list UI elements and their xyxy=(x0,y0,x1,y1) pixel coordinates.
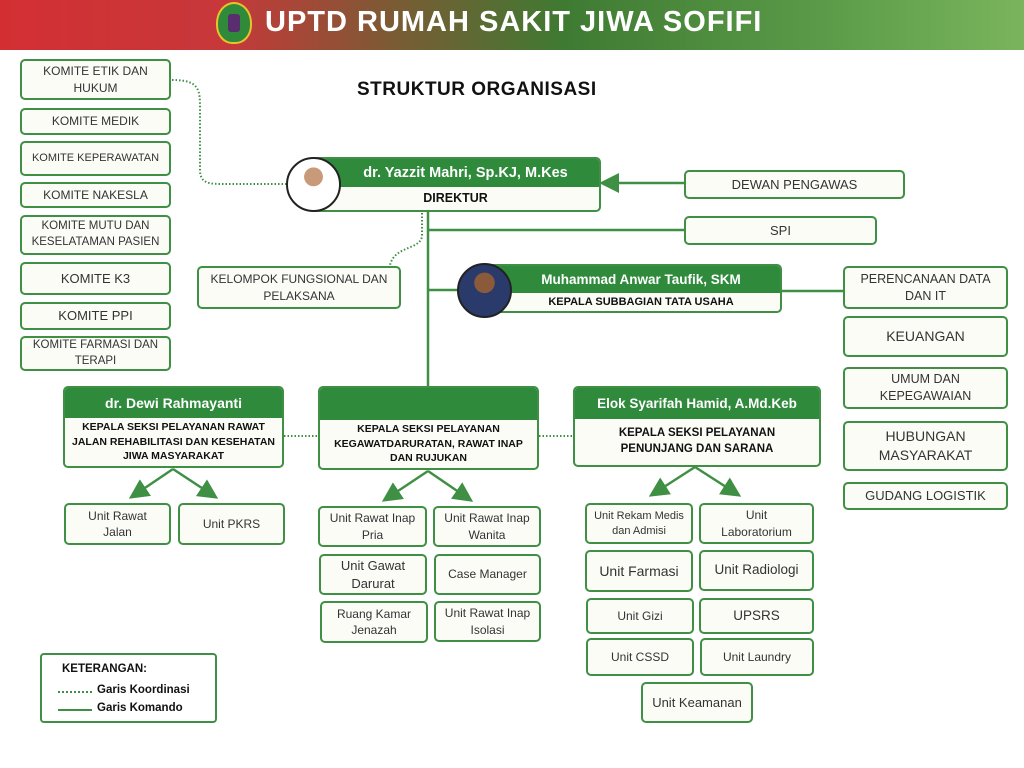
unit-rekam-medis[interactable]: Unit Rekam Medis dan Admisi xyxy=(585,503,693,544)
unit-cssd[interactable]: Unit CSSD xyxy=(586,638,694,676)
committee-medik[interactable]: KOMITE MEDIK xyxy=(20,108,171,135)
unit-case-manager[interactable]: Case Manager xyxy=(434,554,541,595)
dotted-line-icon xyxy=(58,691,92,693)
kasubag-photo xyxy=(457,263,512,318)
subbag-humas[interactable]: HUBUNGAN MASYARAKAT xyxy=(843,421,1008,471)
subbag-keuangan[interactable]: KEUANGAN xyxy=(843,316,1008,357)
director-role: DIREKTUR xyxy=(423,191,488,206)
section-kegawatdaruratan[interactable]: KEPALA SEKSI PELAYANAN KEGAWATDARURATAN,… xyxy=(318,386,539,470)
section-rawat-jalan[interactable]: dr. Dewi Rahmayanti KEPALA SEKSI PELAYAN… xyxy=(63,386,284,468)
section-head-name: Elok Syarifah Hamid, A.Md.Keb xyxy=(575,388,819,419)
committee-farmasi-terapi[interactable]: KOMITE FARMASI DAN TERAPI xyxy=(20,336,171,371)
kelompok-fungsional-box[interactable]: KELOMPOK FUNGSIONAL DAN PELAKSANA xyxy=(197,266,401,309)
section-head-name xyxy=(320,388,537,420)
unit-farmasi[interactable]: Unit Farmasi xyxy=(585,550,693,592)
unit-rawat-inap-pria[interactable]: Unit Rawat Inap Pria xyxy=(318,506,427,547)
legend: KETERANGAN: Garis Koordinasi Garis Koman… xyxy=(40,653,217,723)
spi-box[interactable]: SPI xyxy=(684,216,877,245)
legend-komando: Garis Komando xyxy=(97,702,183,714)
unit-gawat-darurat[interactable]: Unit Gawat Darurat xyxy=(319,554,427,595)
kasubag-role: KEPALA SUBBAGIAN TATA USAHA xyxy=(548,296,734,309)
kasubag-card[interactable]: Muhammad Anwar Taufik, SKM KEPALA SUBBAG… xyxy=(480,264,782,313)
section-role: KEPALA SEKSI PELAYANAN PENUNJANG DAN SAR… xyxy=(618,426,776,455)
unit-keamanan[interactable]: Unit Keamanan xyxy=(641,682,753,723)
committee-mutu[interactable]: KOMITE MUTU DAN KESELATAMAN PASIEN xyxy=(20,215,171,255)
section-head-name: dr. Dewi Rahmayanti xyxy=(65,388,282,418)
committee-ppi[interactable]: KOMITE PPI xyxy=(20,302,171,330)
unit-radiologi[interactable]: Unit Radiologi xyxy=(699,550,814,591)
director-card[interactable]: dr. Yazzit Mahri, Sp.KJ, M.Kes DIREKTUR xyxy=(310,157,601,212)
unit-rawat-inap-wanita[interactable]: Unit Rawat Inap Wanita xyxy=(433,506,541,547)
unit-laundry[interactable]: Unit Laundry xyxy=(700,638,814,676)
page-title: STRUKTUR ORGANISASI xyxy=(357,79,597,100)
section-role: KEPALA SEKSI PELAYANAN RAWAT JALAN REHAB… xyxy=(71,420,275,463)
header-banner: UPTD RUMAH SAKIT JIWA SOFIFI xyxy=(0,0,1024,50)
subbag-gudang-logistik[interactable]: GUDANG LOGISTIK xyxy=(843,482,1008,510)
director-photo xyxy=(286,157,341,212)
unit-pkrs[interactable]: Unit PKRS xyxy=(178,503,285,545)
section-penunjang[interactable]: Elok Syarifah Hamid, A.Md.Keb KEPALA SEK… xyxy=(573,386,821,467)
hospital-logo-icon xyxy=(216,2,252,44)
subbag-umum-kepegawaian[interactable]: UMUM DAN KEPEGAWAIAN xyxy=(843,367,1008,409)
section-role: KEPALA SEKSI PELAYANAN KEGAWATDARURATAN,… xyxy=(334,422,523,465)
legend-title: KETERANGAN: xyxy=(62,663,147,675)
director-name: dr. Yazzit Mahri, Sp.KJ, M.Kes xyxy=(312,159,599,187)
unit-upsrs[interactable]: UPSRS xyxy=(699,598,814,634)
unit-gizi[interactable]: Unit Gizi xyxy=(586,598,694,634)
dewan-pengawas-box[interactable]: DEWAN PENGAWAS xyxy=(684,170,905,199)
committee-k3[interactable]: KOMITE K3 xyxy=(20,262,171,295)
kasubag-name: Muhammad Anwar Taufik, SKM xyxy=(482,266,780,293)
committee-keperawatan[interactable]: KOMITE KEPERAWATAN xyxy=(20,141,171,176)
committee-etik-hukum[interactable]: KOMITE ETIK DAN HUKUM xyxy=(20,59,171,100)
unit-laboratorium[interactable]: Unit Laboratorium xyxy=(699,503,814,544)
subbag-perencanaan[interactable]: PERENCANAAN DATA DAN IT xyxy=(843,266,1008,309)
unit-rawat-inap-isolasi[interactable]: Unit Rawat Inap Isolasi xyxy=(434,601,541,642)
legend-koordinasi: Garis Koordinasi xyxy=(97,684,190,696)
unit-rawat-jalan[interactable]: Unit Rawat Jalan xyxy=(64,503,171,545)
header-title: UPTD RUMAH SAKIT JIWA SOFIFI xyxy=(265,6,763,38)
committee-nakesla[interactable]: KOMITE NAKESLA xyxy=(20,182,171,208)
solid-line-icon xyxy=(58,709,92,711)
unit-kamar-jenazah[interactable]: Ruang Kamar Jenazah xyxy=(320,601,428,643)
